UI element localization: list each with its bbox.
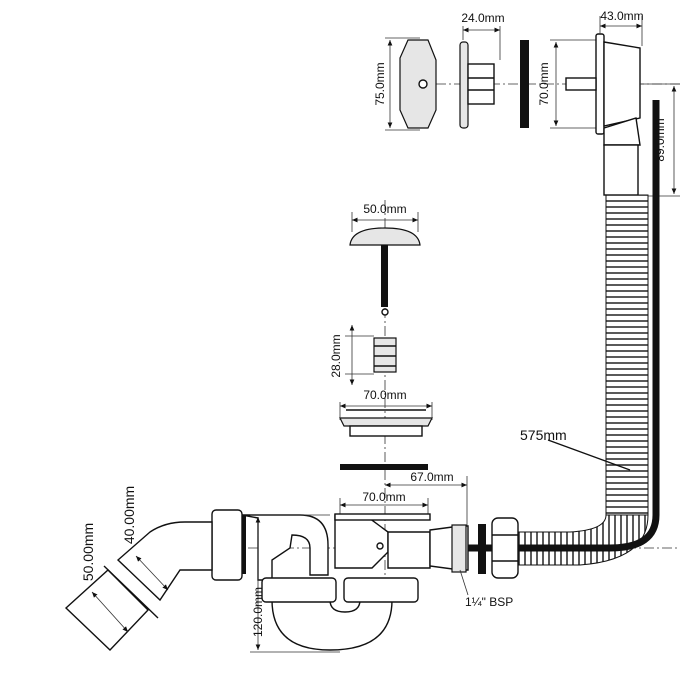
overflow-gasket [520, 40, 529, 128]
spring-cartridge [373, 337, 397, 373]
waste-gasket [340, 464, 428, 470]
overflow-body-depth-label: 43.0mm [600, 9, 643, 23]
outlet-outer-diameter-label: 50.00mm [80, 523, 96, 581]
flexible-hose [385, 100, 660, 566]
plug [349, 227, 421, 316]
strainer [339, 409, 433, 437]
overflow-body [565, 33, 641, 196]
overflow-plate-depth-label: 24.0mm [461, 11, 504, 25]
waste-body-width-label: 70.0mm [362, 490, 405, 504]
waste-body [334, 513, 486, 574]
spring-length-label: 28.0mm [329, 334, 343, 377]
trap-height-label: 120.0mm [251, 587, 265, 637]
overflow-plate [459, 41, 495, 129]
outlet-offset-label: 67.0mm [410, 470, 453, 484]
plug-diameter-label: 50.0mm [363, 202, 406, 216]
hose-length-label: 575mm [520, 427, 567, 443]
thread-size-label: 1¼" BSP [465, 595, 513, 609]
strainer-diameter-label: 70.0mm [363, 388, 406, 402]
outlet-inner-diameter-label: 40.00mm [121, 486, 137, 544]
overflow-gasket-height-label: 70.0mm [537, 62, 551, 105]
compression-nut [491, 517, 519, 579]
overflow-cover-height-label: 75.0mm [373, 62, 387, 105]
overflow-cover [399, 39, 437, 129]
trap [211, 509, 419, 651]
